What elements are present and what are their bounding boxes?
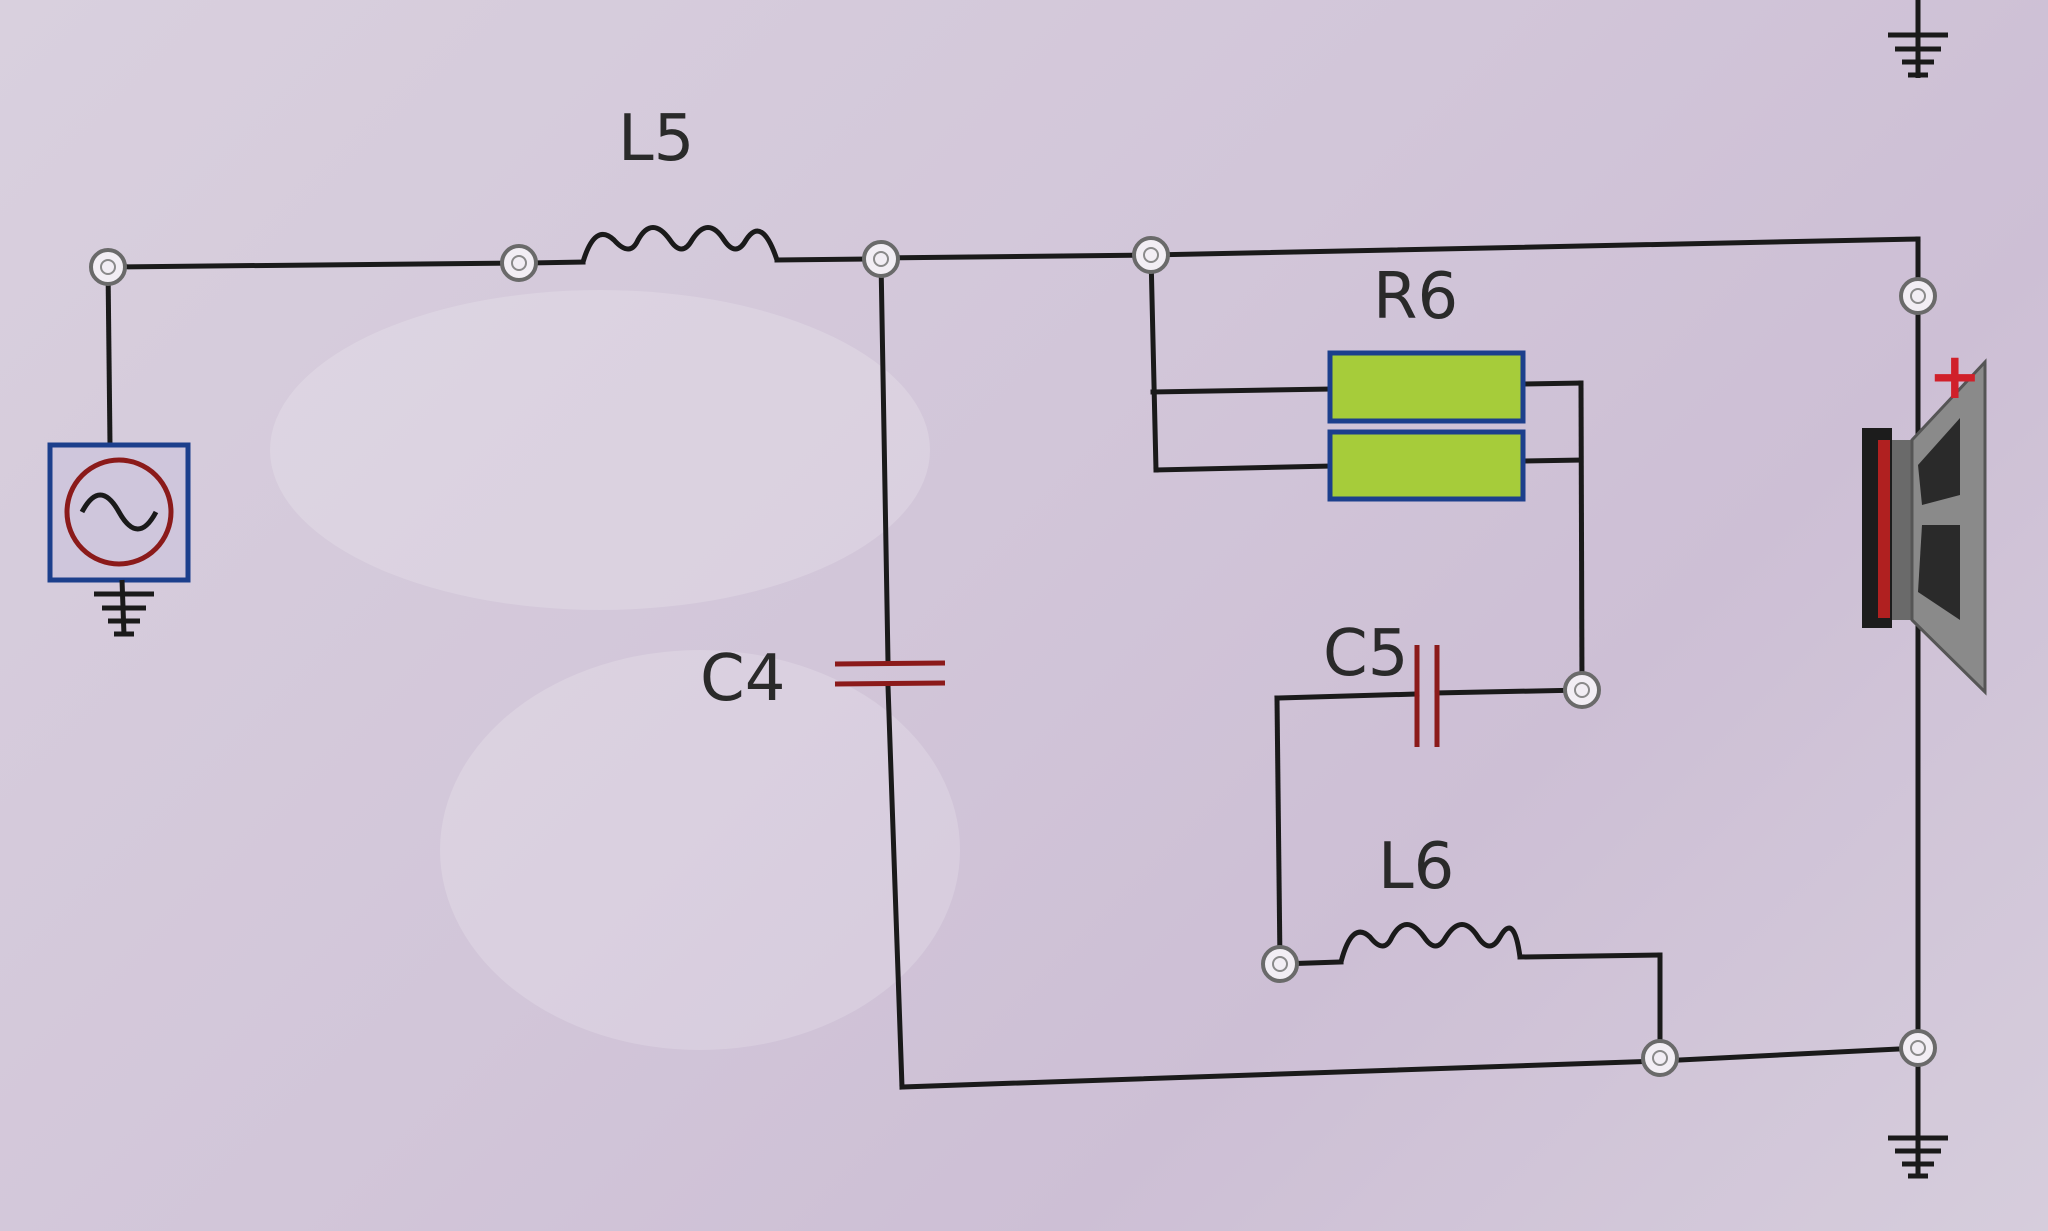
node[interactable] (1899, 277, 1937, 315)
wire (1274, 691, 1420, 701)
sine-wave (79, 492, 159, 532)
capacitor-plate (834, 660, 946, 667)
ac-voltage-source-icon (47, 442, 191, 583)
wire (1520, 380, 1584, 387)
resistor-r6: R6 (1327, 260, 1526, 502)
wire (105, 264, 113, 448)
node[interactable] (862, 240, 900, 278)
node[interactable] (1563, 671, 1601, 709)
speaker-polarity-plus: + (1928, 340, 1982, 414)
inductor-l5: L5 (580, 102, 780, 263)
speaker-frame (1892, 440, 1912, 620)
wires (105, 0, 1921, 1163)
capacitor-plate (834, 680, 946, 687)
label-r6: R6 (1373, 260, 1458, 334)
wire (1148, 236, 1921, 258)
wire (1434, 687, 1585, 696)
connection-nodes (89, 236, 1937, 1077)
speaker-magnet-accent (1878, 440, 1890, 618)
source-circle (64, 457, 174, 567)
wire (1578, 380, 1585, 693)
wire (878, 252, 1153, 261)
wire (1520, 457, 1584, 464)
label-c4: C4 (700, 642, 785, 716)
resistor-body (1327, 350, 1526, 424)
inductor-coil (1338, 922, 1523, 963)
node[interactable] (1899, 1029, 1937, 1067)
speaker-cone (1918, 418, 1960, 505)
wire (527, 259, 586, 266)
wire (899, 1058, 1663, 1090)
label-l5: L5 (618, 102, 694, 176)
wire (1153, 463, 1333, 473)
wire (1657, 1045, 1921, 1064)
wire (1274, 695, 1283, 967)
ground-icon (1888, 1048, 1948, 1179)
speaker-cone (1918, 525, 1960, 620)
wire (105, 260, 520, 270)
ground-icon (1888, 20, 1948, 78)
inductor-coil (580, 225, 780, 263)
wire (885, 683, 905, 1090)
loudspeaker-icon: + (1862, 340, 1987, 696)
node[interactable] (500, 244, 538, 282)
wire (1517, 952, 1663, 960)
resistor-body (1327, 429, 1526, 502)
capacitor-c4: C4 (700, 642, 946, 716)
inductor-l6: L6 (1338, 830, 1523, 963)
node[interactable] (1641, 1039, 1679, 1077)
node[interactable] (1261, 945, 1299, 983)
ground-icon (94, 579, 154, 637)
label-l6: L6 (1378, 830, 1454, 904)
wire (1148, 252, 1159, 473)
screen-glare (440, 650, 960, 1050)
wire (878, 257, 891, 665)
node[interactable] (1132, 236, 1170, 274)
label-c5: C5 (1323, 617, 1408, 691)
wire (1150, 386, 1333, 395)
wire (774, 256, 870, 263)
capacitor-c5: C5 (1323, 617, 1440, 747)
node[interactable] (89, 248, 127, 286)
screen-glare (270, 290, 930, 610)
